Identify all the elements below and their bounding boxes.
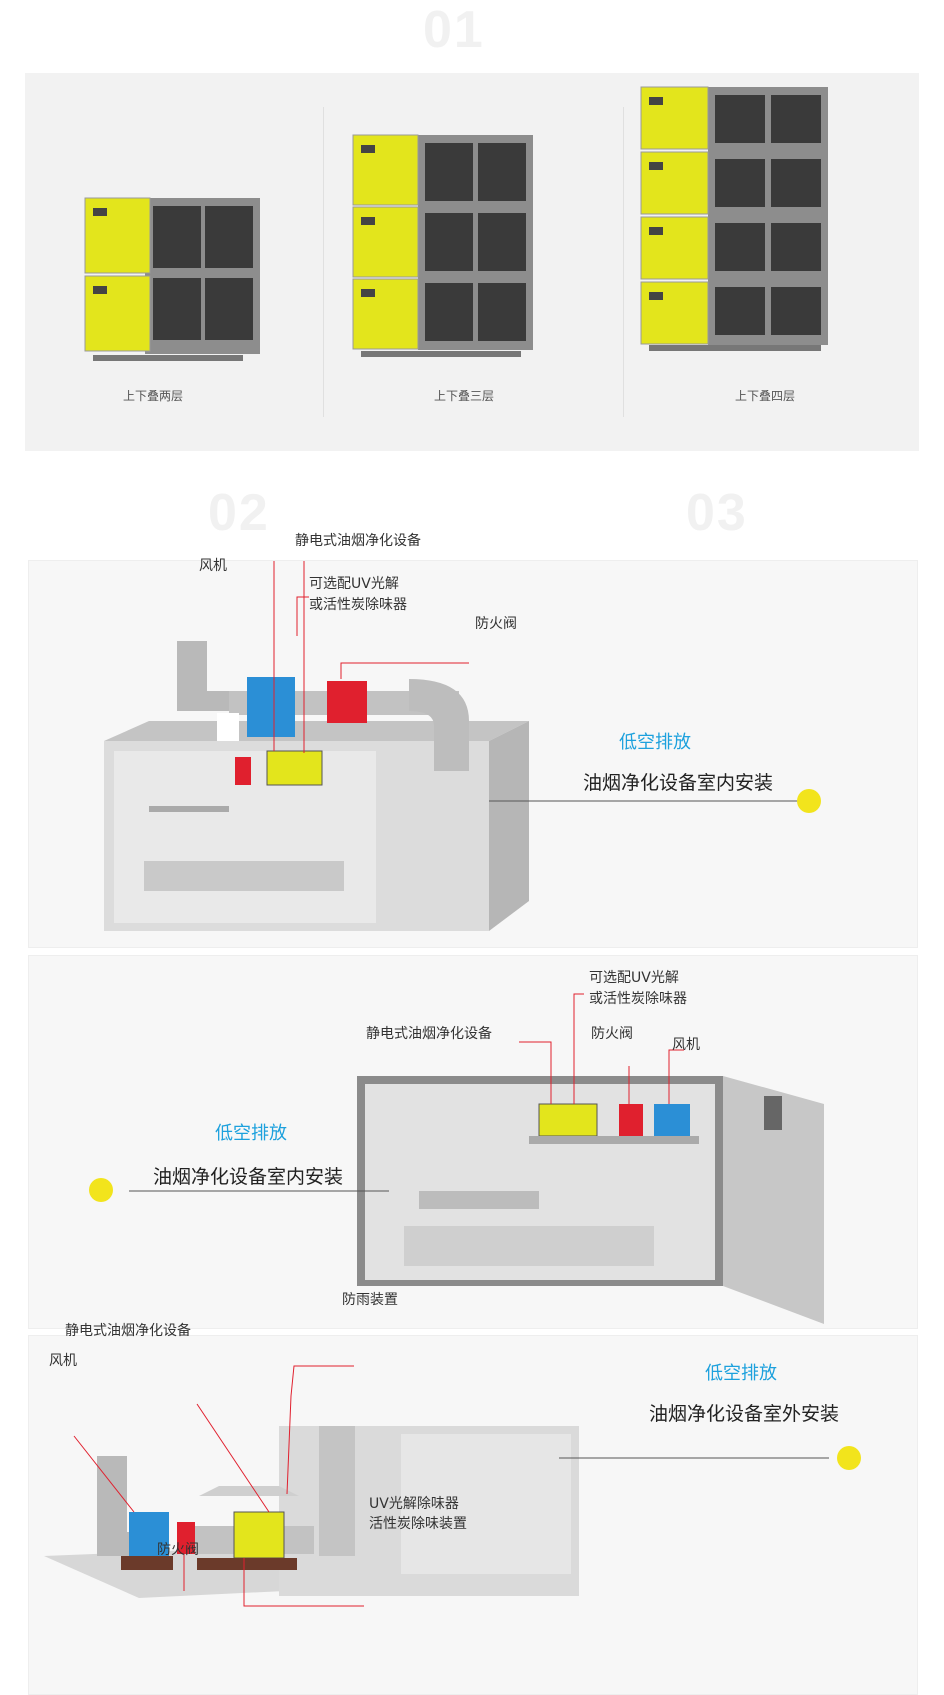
three-layer-unit-image [352, 134, 533, 357]
stack-option-label: 上下叠三层 [434, 389, 495, 403]
label-purifier: 静电式油烟净化设备 [366, 1026, 492, 1042]
stack-option-three[interactable]: 上下叠三层 [323, 73, 623, 451]
stack-option-label: 上下叠两层 [123, 389, 184, 403]
outdoor-scene-illustration [44, 1365, 829, 1607]
label-uv-line1: UV光解除味器 [369, 1496, 459, 1512]
section-number-02: 02 [208, 484, 270, 542]
label-fire-damper: 防火阀 [591, 1026, 633, 1042]
label-purifier: 静电式油烟净化设备 [65, 1323, 191, 1339]
stack-options-panel: 上下叠两层 上下叠三层 [25, 73, 919, 451]
label-fire-damper: 防火阀 [475, 616, 517, 632]
install-scene-indoor-1: 静电式油烟净化设备 风机 可选配UV光解 或活性炭除味器 防火阀 低空排放 油烟… [28, 533, 918, 948]
two-layer-unit-image [84, 197, 260, 361]
label-fan: 风机 [49, 1353, 77, 1369]
label-uv-line1: 可选配UV光解 [589, 970, 679, 986]
scene-subtitle: 油烟净化设备室内安装 [153, 1166, 344, 1188]
label-fan: 风机 [672, 1037, 700, 1053]
stack-option-label: 上下叠四层 [735, 389, 796, 403]
section-number-01: 01 [423, 1, 485, 59]
label-uv-line1: 可选配UV光解 [309, 576, 399, 592]
divider [623, 107, 624, 417]
highlight-dot [797, 789, 821, 813]
scene-title: 低空排放 [215, 1123, 287, 1144]
install-scene-outdoor: 防雨装置 静电式油烟净化设备 风机 UV光解除味器 活性炭除味装置 防火阀 低空… [28, 1292, 918, 1695]
highlight-dot [837, 1446, 861, 1470]
scene-title: 低空排放 [619, 732, 691, 753]
label-purifier: 静电式油烟净化设备 [295, 533, 421, 549]
indoor-scene-illustration-2 [129, 993, 824, 1324]
label-fan: 风机 [199, 558, 227, 574]
label-uv-line2: 活性炭除味装置 [369, 1516, 467, 1532]
stack-option-two[interactable]: 上下叠两层 [25, 73, 323, 451]
scene-subtitle: 油烟净化设备室外安装 [649, 1403, 840, 1425]
four-layer-unit-image [640, 86, 828, 351]
section-number-03: 03 [686, 484, 748, 542]
label-fire-damper: 防火阀 [157, 1542, 199, 1558]
scene-title: 低空排放 [705, 1363, 777, 1384]
stack-option-four[interactable]: 上下叠四层 [623, 73, 919, 451]
indoor-scene-illustration-1 [104, 561, 809, 931]
label-uv-line2: 或活性炭除味器 [589, 991, 687, 1007]
divider [323, 107, 324, 417]
label-rain-cover: 防雨装置 [342, 1292, 398, 1308]
highlight-dot [89, 1178, 113, 1202]
label-uv-line2: 或活性炭除味器 [309, 597, 407, 613]
scene-subtitle: 油烟净化设备室内安装 [583, 772, 774, 794]
install-scene-indoor-2: 可选配UV光解 或活性炭除味器 静电式油烟净化设备 防火阀 风机 低空排放 油烟… [28, 955, 918, 1329]
